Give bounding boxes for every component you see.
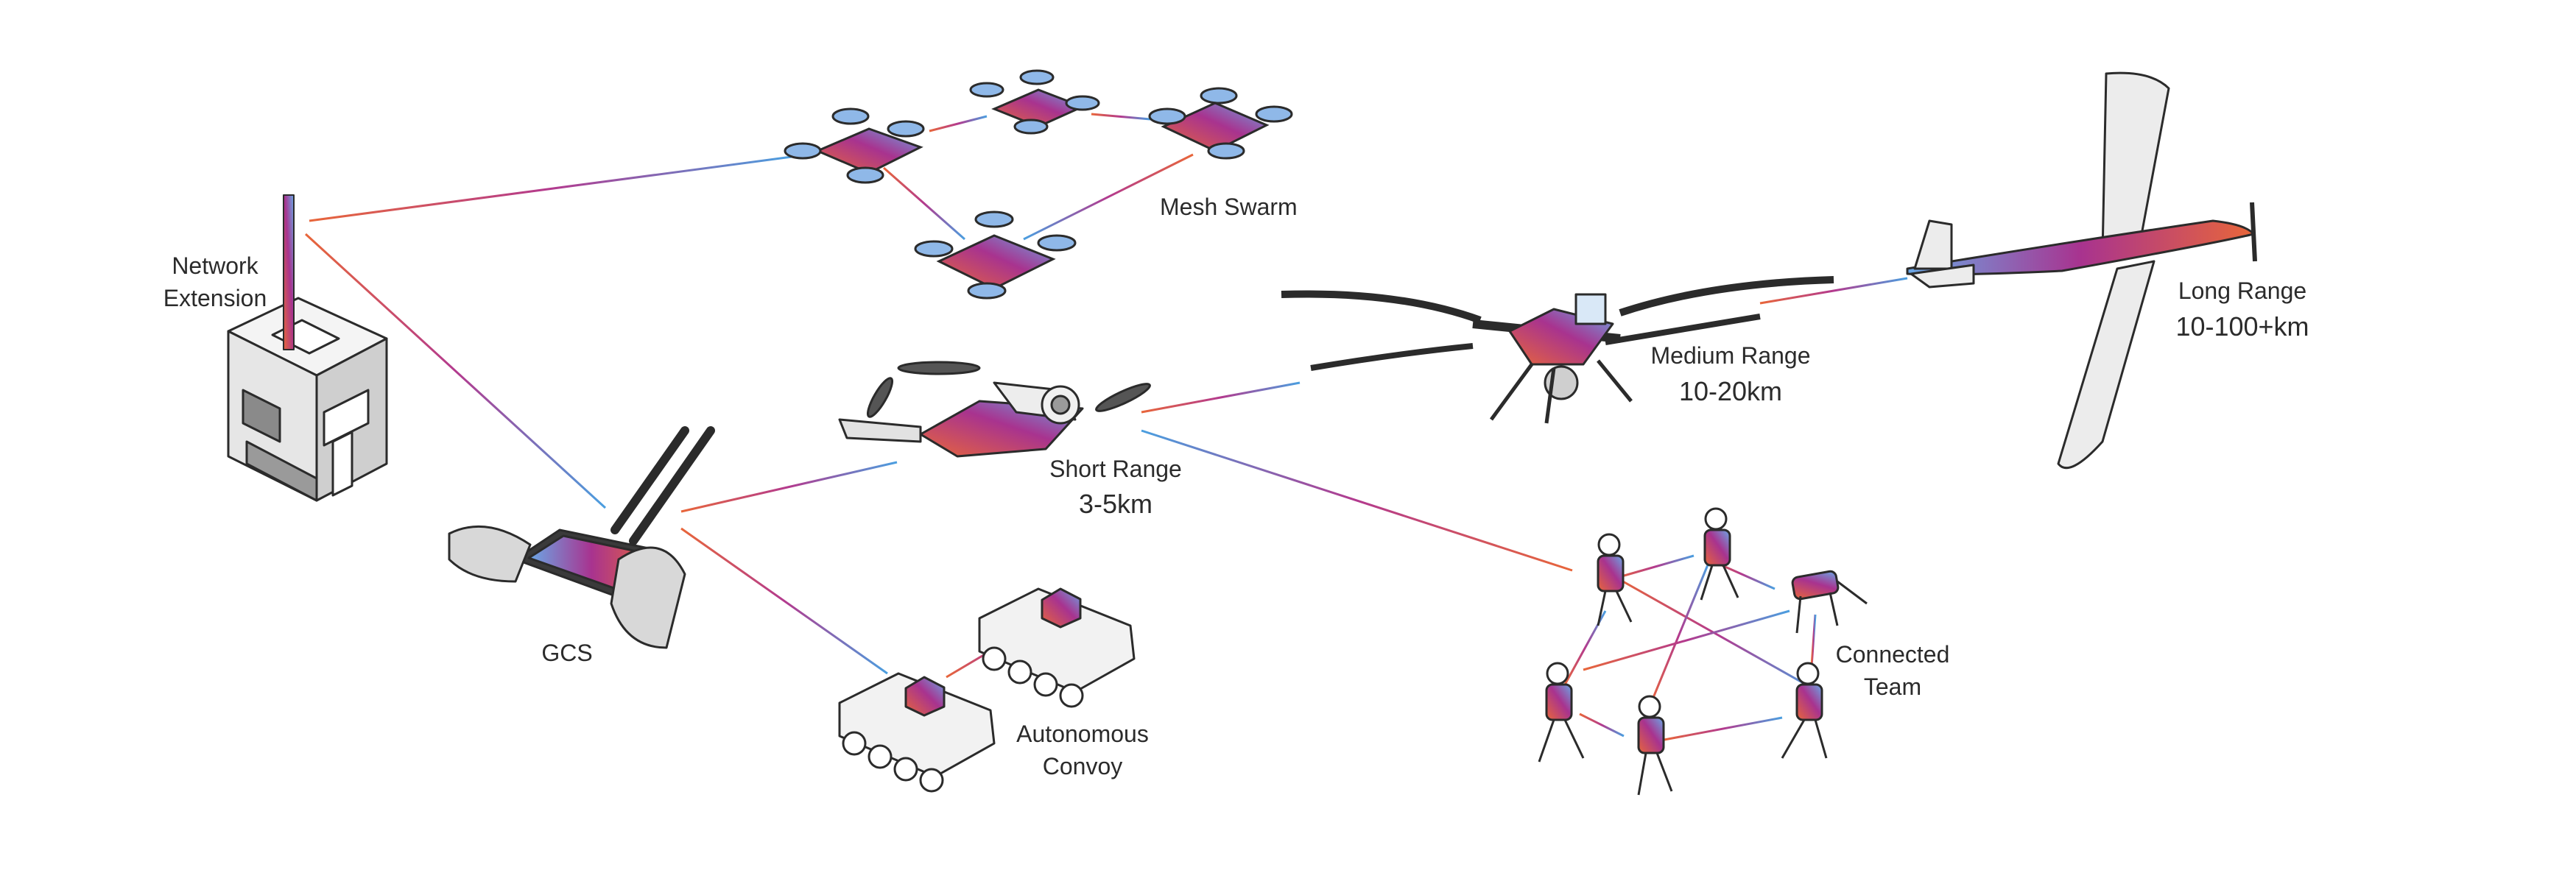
link-swarm-2-3 (1091, 113, 1151, 121)
robot-dog (1791, 570, 1868, 634)
short-range-label-2: 3-5km (1079, 489, 1152, 519)
short-range-drone (838, 361, 1151, 458)
link-swarm-1-2 (929, 115, 988, 132)
link-team-b (1616, 576, 1820, 693)
long-range-aircraft (1906, 71, 2257, 470)
link-swarm-1-4 (883, 166, 965, 241)
link-tower-swarm (309, 155, 792, 222)
gcs-tablet (448, 426, 715, 649)
medium-range-label-1: Medium Range (1651, 342, 1811, 369)
link-short-medium (1141, 381, 1301, 414)
swarm-drone-4 (914, 211, 1077, 300)
long-range-label-2: 10-100+km (2175, 311, 2309, 342)
team-member-2 (1700, 507, 1739, 601)
team-member-4 (1637, 695, 1673, 796)
link-team-a (1616, 554, 1695, 579)
link-medium-long (1759, 277, 1908, 305)
connection-links (304, 113, 1908, 741)
short-range-label-1: Short Range (1049, 456, 1182, 482)
network-extension-label-2: Extension (163, 285, 267, 311)
link-swarm-3-4 (1023, 153, 1194, 241)
link-team-g (1579, 712, 1625, 738)
long-range-label-1: Long Range (2178, 277, 2306, 304)
medium-range-label-2: 10-20km (1679, 376, 1782, 406)
link-team-e (1648, 562, 1710, 707)
link-team-i (1810, 614, 1817, 667)
link-gcs-convoy (680, 527, 888, 675)
team-member-1 (1597, 533, 1633, 626)
gcs-label: GCS (541, 640, 592, 666)
link-team-f (1583, 609, 1790, 671)
swarm-drone-2 (969, 69, 1100, 135)
autonomous-convoy-label-2: Convoy (1043, 753, 1123, 779)
mesh-swarm-label: Mesh Swarm (1160, 194, 1298, 220)
network-extension-label-1: Network (172, 252, 258, 279)
swarm-drone-1 (784, 107, 925, 184)
link-short-team (1141, 429, 1573, 572)
medium-range-drone (1281, 276, 1834, 424)
team-member-5 (1781, 662, 1828, 759)
connected-team-label-2: Team (1864, 673, 1921, 700)
team-member-3 (1538, 662, 1585, 763)
convoy-vehicle-2 (978, 587, 1136, 708)
link-tower-gcs (304, 233, 607, 509)
connected-team-label-1: Connected (1836, 641, 1950, 668)
autonomous-convoy-label-1: Autonomous (1016, 721, 1149, 747)
link-team-h (1664, 716, 1783, 741)
convoy-vehicle-1 (838, 672, 996, 793)
swarm-drone-3 (1148, 87, 1293, 160)
link-gcs-short (680, 461, 898, 513)
network-extension-tower (227, 194, 388, 502)
